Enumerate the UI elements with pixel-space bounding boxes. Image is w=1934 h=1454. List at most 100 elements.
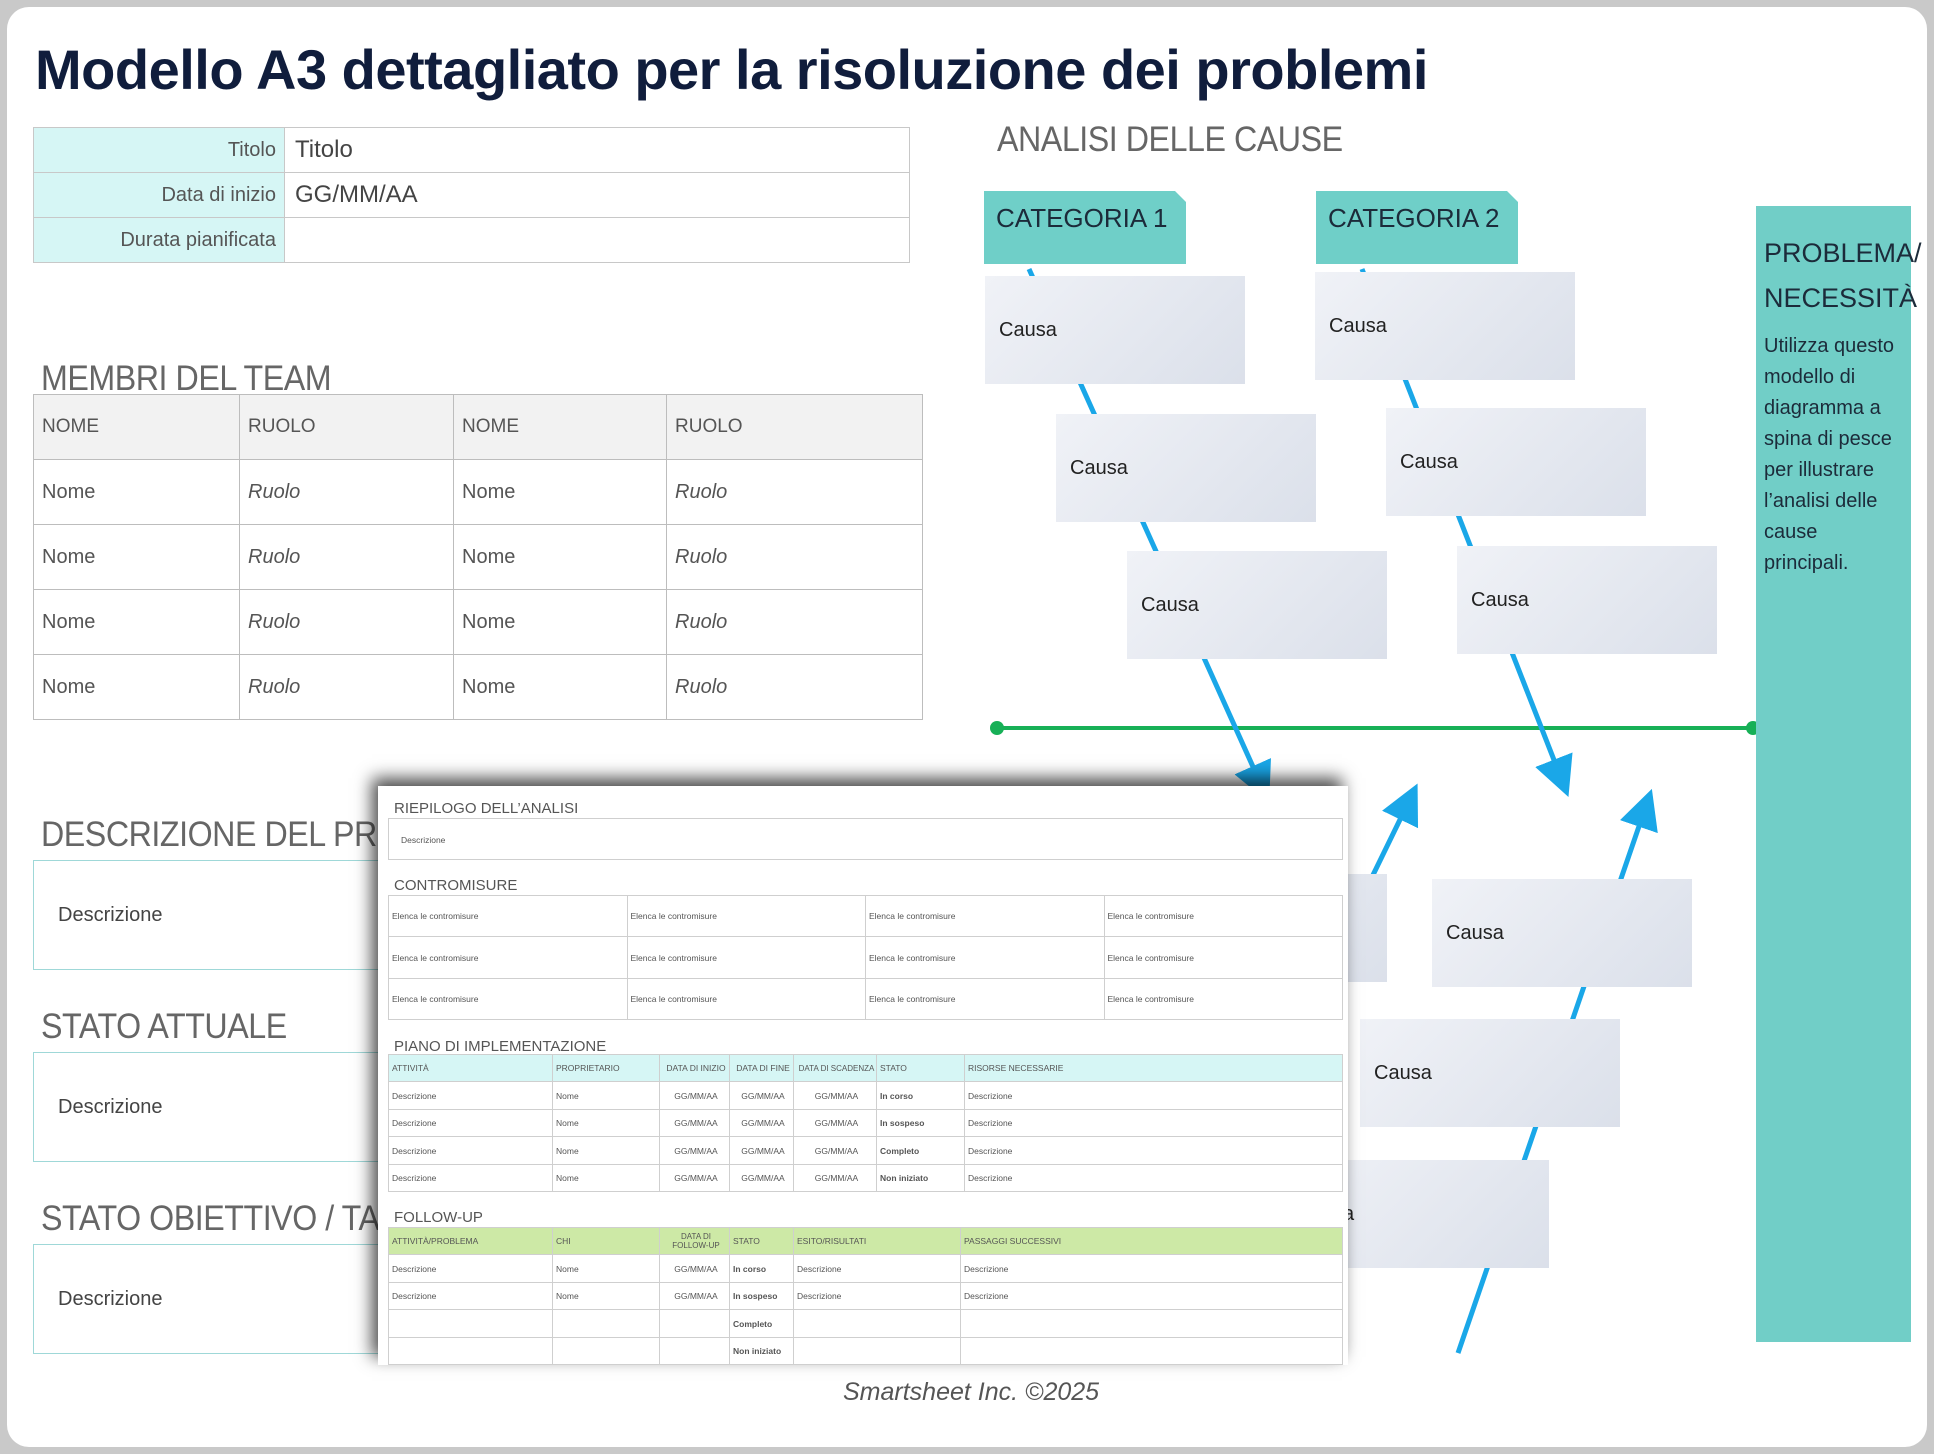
team-cell-role[interactable]: Ruolo xyxy=(666,654,923,720)
impl-cell[interactable]: Nome xyxy=(552,1164,660,1192)
impl-cell[interactable]: GG/MM/AA xyxy=(729,1081,794,1110)
impl-cell[interactable]: GG/MM/AA xyxy=(729,1136,794,1165)
team-cell-name[interactable]: Nome xyxy=(33,459,240,525)
cause-box[interactable]: Causa xyxy=(1127,551,1387,659)
cause-box[interactable]: Causa xyxy=(1432,879,1692,987)
impl-cell[interactable]: GG/MM/AA xyxy=(659,1081,730,1110)
cause-box[interactable]: Causa xyxy=(1056,414,1316,522)
countermeasure-cell[interactable]: Elenca le contromisure xyxy=(1103,978,1343,1020)
impl-cell[interactable]: Descrizione xyxy=(964,1136,1343,1165)
team-cell-role[interactable]: Ruolo xyxy=(239,524,454,590)
countermeasure-cell[interactable]: Elenca le contromisure xyxy=(1103,936,1343,979)
impl-cell[interactable]: Descrizione xyxy=(964,1164,1343,1192)
followup-cell[interactable]: Descrizione xyxy=(388,1282,553,1310)
footer-copyright: Smartsheet Inc. ©2025 xyxy=(843,1378,1100,1406)
team-cell-role[interactable]: Ruolo xyxy=(666,524,923,590)
countermeasure-cell[interactable]: Elenca le contromisure xyxy=(865,895,1105,937)
team-cell-role[interactable]: Ruolo xyxy=(666,459,923,525)
impl-cell[interactable]: Descrizione xyxy=(388,1081,553,1110)
cause-box[interactable]: Causa xyxy=(1360,1019,1620,1127)
followup-cell[interactable]: GG/MM/AA xyxy=(659,1254,730,1283)
followup-cell[interactable] xyxy=(388,1309,553,1338)
impl-cell[interactable]: GG/MM/AA xyxy=(659,1164,730,1192)
team-cell-name[interactable]: Nome xyxy=(33,654,240,720)
impl-cell[interactable]: Descrizione xyxy=(388,1136,553,1165)
impl-cell[interactable]: GG/MM/AA xyxy=(729,1109,794,1137)
followup-cell[interactable]: Descrizione xyxy=(793,1254,961,1283)
followup-cell[interactable]: GG/MM/AA xyxy=(659,1282,730,1310)
followup-row: Completo xyxy=(388,1309,1343,1338)
info-value-start-date[interactable]: GG/MM/AA xyxy=(284,172,910,218)
team-cell-name[interactable]: Nome xyxy=(453,459,667,525)
countermeasure-cell[interactable]: Elenca le contromisure xyxy=(626,936,866,979)
impl-cell[interactable]: Descrizione xyxy=(964,1081,1343,1110)
countermeasure-cell[interactable]: Elenca le contromisure xyxy=(626,895,866,937)
followup-cell[interactable]: Descrizione xyxy=(960,1282,1343,1310)
followup-cell[interactable] xyxy=(388,1337,553,1365)
status-not-started[interactable]: Non iniziato xyxy=(729,1337,794,1365)
status-in-progress[interactable]: In corso xyxy=(729,1254,794,1283)
category-1-label[interactable]: CATEGORIA 1 xyxy=(984,191,1187,264)
followup-cell[interactable] xyxy=(659,1309,730,1338)
followup-cell[interactable]: Nome xyxy=(552,1254,660,1283)
status-in-progress[interactable]: In corso xyxy=(876,1081,965,1110)
countermeasure-cell[interactable]: Elenca le contromisure xyxy=(865,978,1105,1020)
impl-cell[interactable]: GG/MM/AA xyxy=(659,1136,730,1165)
problem-panel[interactable]: PROBLEMA/ NECESSITÀ Utilizza questo mode… xyxy=(1756,206,1922,1342)
impl-cell[interactable]: GG/MM/AA xyxy=(729,1164,794,1192)
countermeasure-cell[interactable]: Elenca le contromisure xyxy=(626,978,866,1020)
target-state-box[interactable]: Descrizione xyxy=(33,1244,393,1354)
cause-box[interactable]: Causa xyxy=(1386,408,1646,516)
team-cell-role[interactable]: Ruolo xyxy=(239,654,454,720)
team-cell-name[interactable]: Nome xyxy=(453,524,667,590)
followup-cell[interactable]: Descrizione xyxy=(793,1282,961,1310)
followup-cell[interactable] xyxy=(552,1309,660,1338)
problem-description-box[interactable]: Descrizione xyxy=(33,860,393,970)
cause-box[interactable]: Causa xyxy=(1457,546,1717,654)
team-cell-name[interactable]: Nome xyxy=(453,654,667,720)
impl-cell[interactable]: Nome xyxy=(552,1081,660,1110)
followup-cell[interactable] xyxy=(793,1309,961,1338)
impl-cell[interactable]: Nome xyxy=(552,1109,660,1137)
followup-cell[interactable]: Nome xyxy=(552,1282,660,1310)
followup-header: PASSAGGI SUCCESSIVI xyxy=(960,1227,1343,1255)
impl-cell[interactable]: GG/MM/AA xyxy=(793,1164,877,1192)
category-2-label[interactable]: CATEGORIA 2 xyxy=(1316,191,1519,264)
impl-cell[interactable]: GG/MM/AA xyxy=(793,1109,877,1137)
countermeasure-cell[interactable]: Elenca le contromisure xyxy=(1103,895,1343,937)
impl-cell[interactable]: Nome xyxy=(552,1136,660,1165)
team-cell-name[interactable]: Nome xyxy=(33,589,240,655)
followup-cell[interactable] xyxy=(960,1337,1343,1365)
countermeasure-cell[interactable]: Elenca le contromisure xyxy=(388,978,628,1020)
followup-cell[interactable] xyxy=(552,1337,660,1365)
countermeasure-cell[interactable]: Elenca le contromisure xyxy=(865,936,1105,979)
followup-cell[interactable] xyxy=(793,1337,961,1365)
cause-box[interactable]: Causa xyxy=(985,276,1245,384)
team-header: NOME xyxy=(453,394,667,460)
impl-cell[interactable]: Descrizione xyxy=(388,1109,553,1137)
team-cell-name[interactable]: Nome xyxy=(33,524,240,590)
info-value-duration[interactable] xyxy=(284,217,910,263)
cause-box[interactable]: Causa xyxy=(1315,272,1575,380)
team-cell-role[interactable]: Ruolo xyxy=(239,589,454,655)
team-cell-role[interactable]: Ruolo xyxy=(666,589,923,655)
status-complete[interactable]: Completo xyxy=(876,1136,965,1165)
current-state-box[interactable]: Descrizione xyxy=(33,1052,393,1162)
impl-cell[interactable]: GG/MM/AA xyxy=(659,1109,730,1137)
impl-cell[interactable]: Descrizione xyxy=(964,1109,1343,1137)
status-complete[interactable]: Completo xyxy=(729,1309,794,1338)
countermeasure-cell[interactable]: Elenca le contromisure xyxy=(388,895,628,937)
followup-cell[interactable]: Descrizione xyxy=(960,1254,1343,1283)
followup-cell[interactable]: Descrizione xyxy=(388,1254,553,1283)
status-not-started[interactable]: Non iniziato xyxy=(876,1164,965,1192)
summary-box[interactable]: Descrizione xyxy=(388,818,1343,860)
info-row-title: Titolo Titolo xyxy=(33,127,910,173)
followup-cell[interactable] xyxy=(659,1337,730,1365)
status-on-hold[interactable]: In sospeso xyxy=(876,1109,965,1137)
followup-cell[interactable] xyxy=(960,1309,1343,1338)
impl-cell[interactable]: Descrizione xyxy=(388,1164,553,1192)
impl-cell[interactable]: GG/MM/AA xyxy=(793,1081,877,1110)
impl-cell[interactable]: GG/MM/AA xyxy=(793,1136,877,1165)
countermeasure-cell[interactable]: Elenca le contromisure xyxy=(388,936,628,979)
status-on-hold[interactable]: In sospeso xyxy=(729,1282,794,1310)
